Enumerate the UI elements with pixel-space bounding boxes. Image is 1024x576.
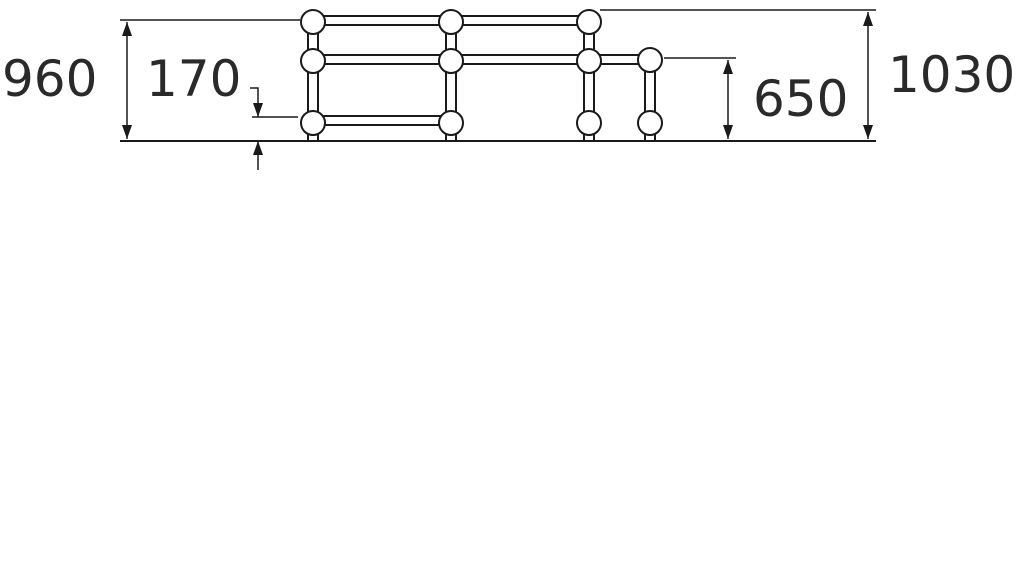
ball-joint	[576, 9, 602, 35]
middle-rail-left	[312, 54, 452, 65]
middle-rail-center	[450, 54, 590, 65]
dim-label-170: 170	[146, 50, 241, 108]
ball-joint	[438, 9, 464, 35]
dim-label-650: 650	[753, 70, 848, 128]
ball-joint	[576, 110, 602, 136]
ball-joint	[637, 47, 663, 73]
ball-joint	[438, 110, 464, 136]
ball-joint	[637, 110, 663, 136]
ball-joint	[576, 48, 602, 74]
ball-joint	[300, 48, 326, 74]
ball-joint	[438, 48, 464, 74]
ball-joint	[300, 9, 326, 35]
bottom-rail-left	[312, 115, 452, 126]
dimension-170	[250, 87, 263, 170]
dim-label-1030: 1030	[888, 46, 1015, 104]
dimension-960	[122, 22, 132, 139]
dimension-650	[723, 60, 733, 139]
ball-joint	[300, 110, 326, 136]
dim-label-960: 960	[2, 50, 97, 108]
top-rail-right	[450, 15, 590, 26]
post-feet	[307, 134, 656, 141]
dimension-1030	[863, 12, 873, 139]
top-rail-left	[312, 15, 452, 26]
